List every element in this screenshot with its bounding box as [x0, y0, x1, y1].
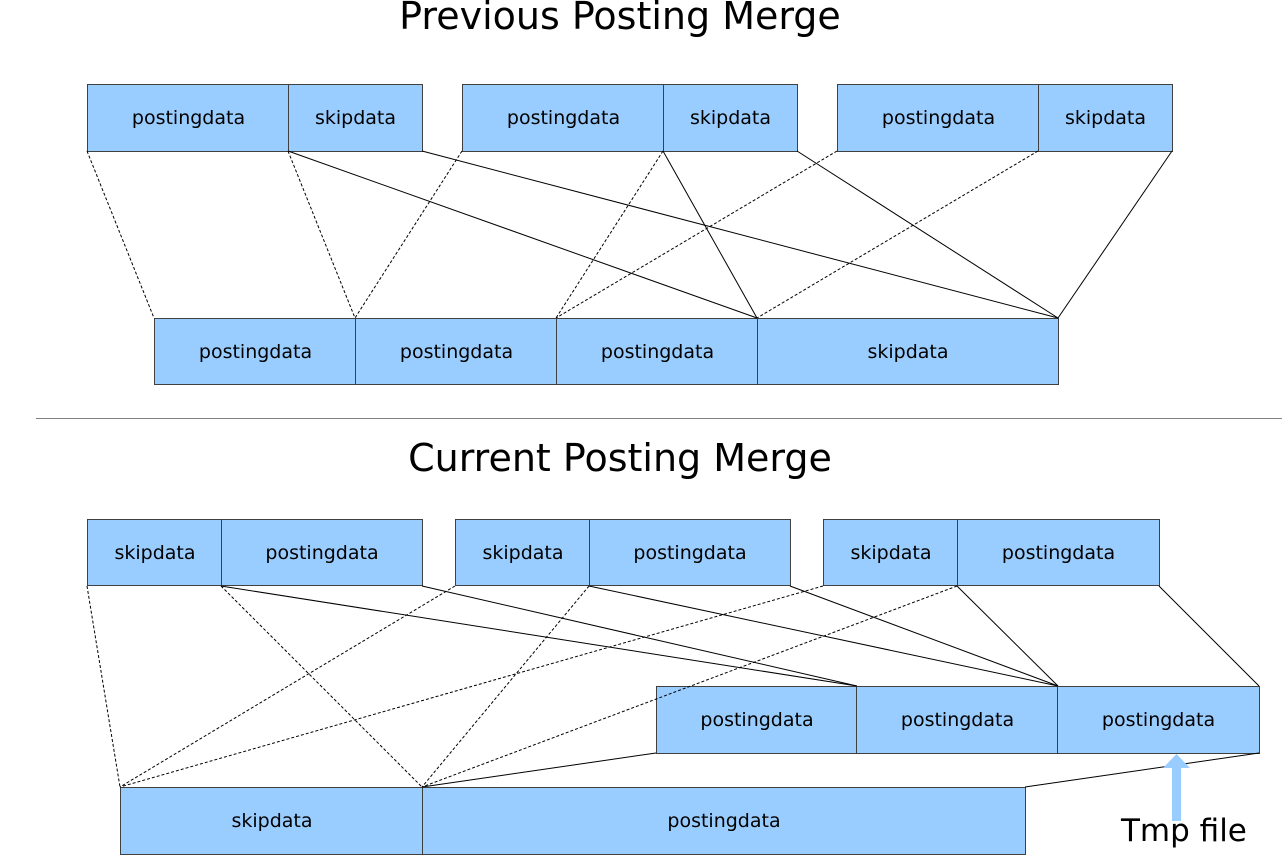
curr-dashed-link [421, 585, 958, 788]
curr-seg2-postingdata: postingdata [589, 519, 791, 586]
tmp-postingdata-3: postingdata [1057, 686, 1260, 754]
curr-dashed-link [86, 585, 121, 788]
prev-merged-postingdata-1: postingdata [154, 318, 357, 385]
current-merge-title: Current Posting Merge [408, 436, 832, 480]
prev-solid-link [662, 150, 758, 319]
prev-solid-link [1057, 150, 1173, 319]
curr-solid-link [1158, 585, 1260, 687]
curr-seg1-skipdata: skipdata [87, 519, 223, 586]
curr-solid-link [956, 585, 1059, 687]
curr-solid-link [220, 585, 858, 687]
tmp-file-label: Tmp file [1121, 813, 1247, 849]
curr-seg2-skipdata: skipdata [455, 519, 591, 586]
prev-merged-skipdata: skipdata [757, 318, 1059, 385]
prev-dashed-link [555, 150, 838, 319]
prev-dashed-link [354, 150, 463, 319]
prev-dashed-link [756, 150, 1039, 319]
curr-merged-postingdata: postingdata [422, 787, 1026, 855]
prev-seg1-skipdata: skipdata [288, 84, 423, 152]
prev-seg3-skipdata: skipdata [1038, 84, 1173, 152]
curr-solid-link [789, 585, 1059, 687]
tmp-postingdata-1: postingdata [656, 686, 858, 754]
curr-dashed-link [119, 585, 456, 788]
previous-merge-title: Previous Posting Merge [399, 0, 841, 38]
tmp-to-merged-link [421, 752, 657, 788]
curr-seg1-postingdata: postingdata [221, 519, 423, 586]
section-divider [36, 418, 1282, 419]
prev-merged-postingdata-3: postingdata [556, 318, 759, 385]
prev-dashed-link [555, 150, 664, 319]
curr-seg3-skipdata: skipdata [823, 519, 959, 586]
tmp-to-merged-link [1024, 752, 1260, 788]
prev-dashed-link [86, 150, 155, 319]
curr-solid-link [588, 585, 1059, 687]
prev-solid-link [796, 150, 1059, 319]
curr-seg3-postingdata: postingdata [957, 519, 1160, 586]
prev-solid-link [421, 150, 1059, 319]
curr-merged-skipdata: skipdata [120, 787, 424, 855]
prev-dashed-link [287, 150, 356, 319]
curr-dashed-link [220, 585, 423, 788]
curr-dashed-link [119, 585, 824, 788]
prev-solid-link [287, 150, 758, 319]
prev-seg2-skipdata: skipdata [663, 84, 798, 152]
tmp-file-arrow-icon [1163, 754, 1190, 821]
prev-seg2-postingdata: postingdata [462, 84, 665, 152]
prev-seg1-postingdata: postingdata [87, 84, 290, 152]
tmp-postingdata-2: postingdata [856, 686, 1059, 754]
curr-dashed-link [421, 585, 590, 788]
curr-solid-link [421, 585, 858, 687]
prev-merged-postingdata-2: postingdata [355, 318, 558, 385]
prev-seg3-postingdata: postingdata [837, 84, 1040, 152]
